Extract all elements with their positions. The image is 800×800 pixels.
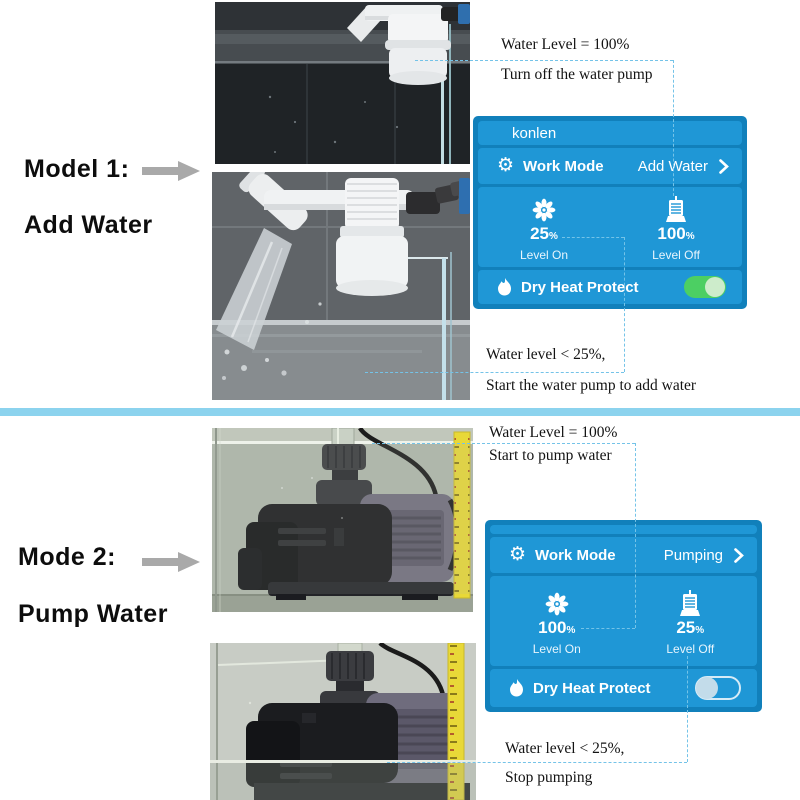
level-on-caption: Level On [532,641,581,656]
callout-s2-top-line1: Water Level = 100% [489,424,618,441]
level-on-caption: Level On [519,247,569,262]
photo-valve-adding-water [212,172,470,400]
level-off-control[interactable]: 100% Level Off [610,193,742,262]
connector-level-25-s1 [624,237,625,372]
levels-row: 25% Level On 100% Level Off [478,187,742,267]
flame-icon [498,278,511,296]
level-off-value: 25 [676,617,696,637]
connector-level-25-s1 [365,372,624,373]
level-off-unit: % [695,624,705,636]
connector-water-level-100-s2 [581,628,635,629]
section-divider [0,408,800,416]
dry-heat-row: Dry Heat Protect [478,270,742,304]
work-mode-label: Work Mode [523,157,604,175]
section1-title-line2: Add Water [24,211,153,239]
section1-title-line1: Model 1: [24,155,130,183]
connector-level-25-s2 [387,762,687,763]
level-on-control[interactable]: 25% Level On [478,193,610,262]
dry-heat-label: Dry Heat Protect [533,679,651,697]
level-on-value: 100 [538,617,567,637]
connector-level-25-s2 [687,656,688,762]
dry-heat-row: Dry Heat Protect [490,669,757,707]
chevron-right-icon [734,547,744,563]
level-on-control[interactable]: 100% Level On [490,587,624,656]
fan-icon [545,592,569,615]
dry-heat-label: Dry Heat Protect [521,278,639,296]
callout-s2-bottom-line1: Water level < 25%, [505,740,625,757]
connector-level-25-s1 [562,237,624,238]
work-mode-row[interactable]: ⚙ Work Mode Pumping [490,537,757,573]
app-panel-pumping: ⚙ Work Mode Pumping [485,520,762,712]
level-off-control[interactable]: 25% Level Off [624,587,758,656]
level-on-unit: % [549,230,558,242]
levels-row: 100% Level On 25% Level Off [490,576,757,666]
connector-water-level-100-s1 [673,60,674,196]
work-mode-value: Add Water [637,157,708,175]
gear-icon: ⚙ [497,153,515,176]
work-mode-value: Pumping [663,546,723,564]
photo-tank-full-valve-closed [215,2,470,164]
callout-s1-bottom-line2: Start the water pump to add water [486,377,697,394]
app-header-partial [490,525,757,534]
level-off-value: 100 [657,223,686,243]
arrow-right-icon [142,552,200,572]
connector-water-level-100-s1 [415,60,673,61]
callout-s2-bottom-line2: Stop pumping [505,769,593,786]
level-off-caption: Level Off [652,247,700,262]
gear-icon: ⚙ [509,542,527,565]
photo-pump-water-low [210,643,476,800]
callout-s2-top-line2: Start to pump water [489,447,612,464]
water-level-sensor-icon [680,589,701,616]
fan-icon [532,198,556,221]
chevron-right-icon [719,158,729,174]
dry-heat-toggle[interactable] [684,276,726,298]
app-header: konlen [478,121,742,145]
dry-heat-toggle[interactable] [695,676,741,700]
section2-title-line2: Pump Water [18,600,168,628]
connector-water-level-100-s2 [372,443,635,444]
device-name: konlen [512,124,557,142]
callout-s1-top-line1: Water Level = 100% [501,36,630,53]
work-mode-row[interactable]: ⚙ Work Mode Add Water [478,148,742,184]
flame-icon [510,679,523,697]
app-panel-add-water: konlen ⚙ Work Mode Add Water [473,116,747,309]
level-off-unit: % [685,230,695,242]
level-on-value: 25 [530,223,549,243]
connector-water-level-100-s2 [635,443,636,628]
level-on-unit: % [566,624,576,636]
water-level-sensor-icon [666,195,686,222]
level-off-caption: Level Off [666,641,715,656]
photo-pump-tank-full [212,428,473,612]
section2-title-line1: Mode 2: [18,543,116,571]
callout-s1-top-line2: Turn off the water pump [501,66,653,83]
callout-s1-bottom-line1: Water level < 25%, [486,346,606,363]
work-mode-label: Work Mode [535,546,616,564]
arrow-right-icon [142,161,200,181]
